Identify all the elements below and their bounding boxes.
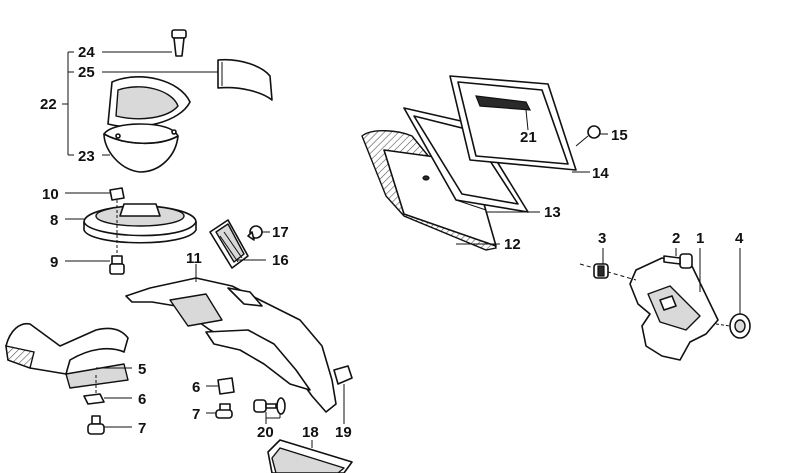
callout-11: 11	[186, 250, 202, 267]
grommet-4	[715, 248, 751, 339]
callout-12: 12	[504, 236, 521, 253]
screw-15	[575, 125, 608, 147]
callout-5: 5	[138, 361, 146, 378]
clip-6-right	[206, 377, 235, 395]
element-14	[449, 75, 590, 173]
callout-20: 20	[257, 424, 274, 441]
screw-17	[247, 225, 270, 241]
grille-16	[209, 219, 266, 269]
callout-22: 22	[40, 96, 57, 113]
callout-15: 15	[611, 127, 628, 144]
screw-9	[65, 255, 125, 275]
callout-9: 9	[50, 254, 58, 271]
bracket-22	[62, 51, 74, 156]
callout-21: 21	[520, 129, 537, 146]
callout-4: 4	[735, 230, 744, 247]
frame-13	[403, 107, 540, 213]
callout-25: 25	[78, 64, 95, 81]
duct-5	[5, 322, 132, 398]
clip-6-left	[83, 393, 132, 405]
housing-8	[65, 200, 197, 262]
callout-2: 2	[672, 230, 680, 247]
callout-6-right: 6	[192, 379, 200, 396]
strip-18	[267, 439, 353, 473]
callout-7-left: 7	[138, 420, 146, 437]
bracket-1	[579, 248, 719, 361]
callout-17: 17	[272, 224, 289, 241]
cap-10	[65, 187, 125, 201]
callout-16: 16	[272, 252, 289, 269]
callout-13: 13	[544, 204, 561, 221]
clip-24	[102, 29, 187, 57]
nut-3	[593, 248, 609, 279]
bracket-11	[125, 264, 337, 413]
callout-24: 24	[78, 44, 95, 61]
screw-7-left	[87, 415, 132, 435]
bolt-2	[663, 248, 693, 269]
callout-10: 10	[42, 186, 59, 203]
callout-8: 8	[50, 212, 58, 229]
cup-23	[102, 76, 191, 173]
screw-20	[253, 397, 286, 424]
callout-19: 19	[335, 424, 352, 441]
callout-7-right: 7	[192, 406, 200, 423]
callout-14: 14	[592, 165, 609, 182]
callout-3: 3	[598, 230, 606, 247]
callout-18: 18	[302, 424, 319, 441]
clip-19	[333, 365, 353, 424]
strip-25	[102, 58, 273, 101]
label-21-leader	[525, 109, 529, 131]
screw-7-right	[206, 403, 233, 419]
callout-1: 1	[696, 230, 704, 247]
callout-23: 23	[78, 148, 95, 165]
callout-6-left: 6	[138, 391, 146, 408]
